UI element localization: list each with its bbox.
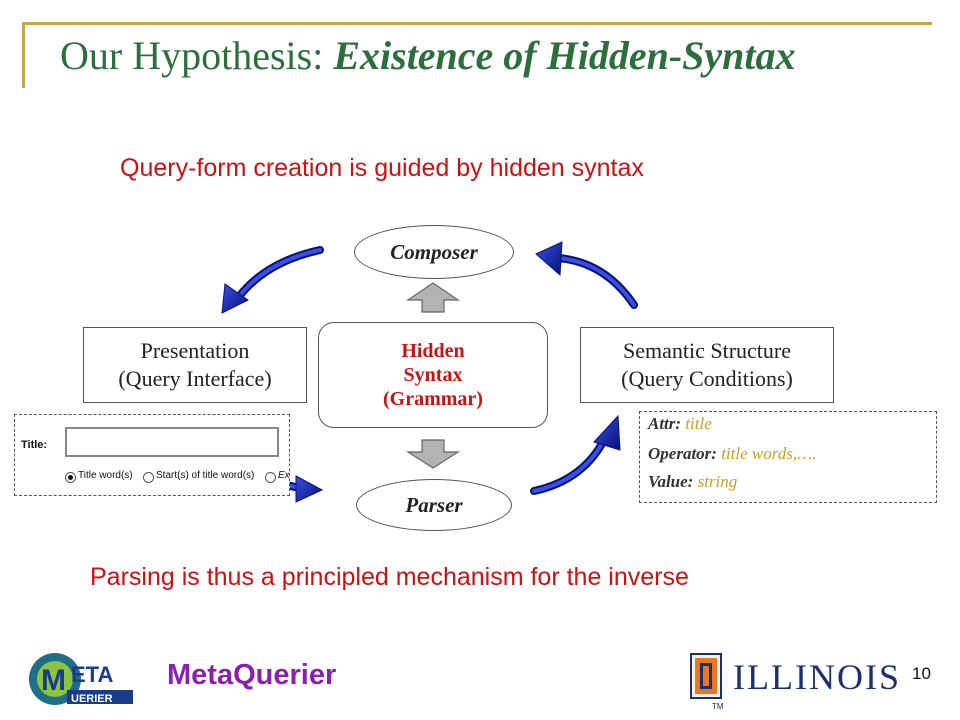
title-emphasis: Existence of Hidden-Syntax — [333, 33, 796, 78]
arrow-down-to-parser — [405, 439, 461, 469]
presentation-label: Presentation — [140, 338, 250, 363]
semantic-sublabel: (Query Conditions) — [621, 366, 793, 391]
operator-key: Operator: — [648, 444, 717, 463]
semantic-structure-node: Semantic Structure (Query Conditions) — [580, 327, 834, 403]
title-rule-top — [22, 22, 932, 25]
detail-attr-row: Attr: title — [648, 414, 712, 434]
presentation-sublabel: (Query Interface) — [118, 366, 272, 391]
radio-start-of-title-words — [143, 472, 154, 483]
brand-name: MetaQuerier — [167, 659, 337, 691]
arrow-composer-to-presentation — [221, 246, 324, 314]
metaquerier-logo: M ETA UERIER — [27, 650, 137, 708]
presentation-node: Presentation (Query Interface) — [83, 327, 307, 403]
value-key: Value: — [648, 472, 694, 491]
arrow-parser-to-semantic — [530, 414, 621, 495]
detail-value-row: Value: string — [648, 472, 737, 492]
illinois-seal-icon — [690, 653, 722, 699]
hidden-syntax-line-3: (Grammar) — [383, 388, 483, 410]
title-plain: Our Hypothesis: — [60, 33, 334, 78]
form-title-label: Title: — [21, 439, 48, 451]
semantic-detail-box: Attr: title Operator: title words,…. Val… — [639, 411, 937, 503]
hidden-syntax-node: Hidden Syntax (Grammar) — [318, 322, 548, 428]
hidden-syntax-line-2: Syntax — [403, 364, 463, 386]
value-value: string — [697, 472, 738, 491]
composer-node: Composer — [354, 225, 514, 279]
radio-exact-start — [265, 472, 276, 483]
option-start-of-title-words: Start(s) of title word(s) — [156, 470, 255, 481]
subtitle-top: Query-form creation is guided by hidden … — [120, 154, 644, 182]
title-rule-left — [22, 22, 25, 88]
option-exact-start: Exact start of title — [278, 470, 290, 481]
operator-value: title words,…. — [721, 444, 817, 463]
svg-text:M: M — [41, 664, 66, 697]
logo-bottom-text: UERIER — [71, 693, 113, 705]
option-title-words: Title word(s) — [78, 470, 133, 481]
arrow-semantic-to-composer — [535, 241, 638, 309]
subtitle-bottom: Parsing is thus a principled mechanism f… — [90, 563, 689, 591]
illinois-wordmark: ILLINOIS — [733, 657, 901, 697]
attr-key: Attr: — [648, 414, 682, 433]
hidden-syntax-line-1: Hidden — [401, 340, 465, 362]
arrow-up-to-composer — [406, 282, 460, 313]
form-title-input — [65, 427, 279, 457]
page-number: 10 — [912, 664, 931, 683]
slide-title: Our Hypothesis: Existence of Hidden-Synt… — [60, 32, 796, 79]
semantic-label: Semantic Structure — [622, 338, 791, 363]
query-form-snippet: Title: Title word(s) Start(s) of title w… — [14, 414, 290, 496]
logo-top-text: ETA — [71, 662, 113, 687]
parser-node: Parser — [356, 479, 512, 531]
detail-operator-row: Operator: title words,…. — [648, 444, 816, 464]
attr-value: title — [685, 414, 712, 433]
radio-title-words — [65, 472, 76, 483]
trademark-mark: TM — [712, 702, 724, 711]
